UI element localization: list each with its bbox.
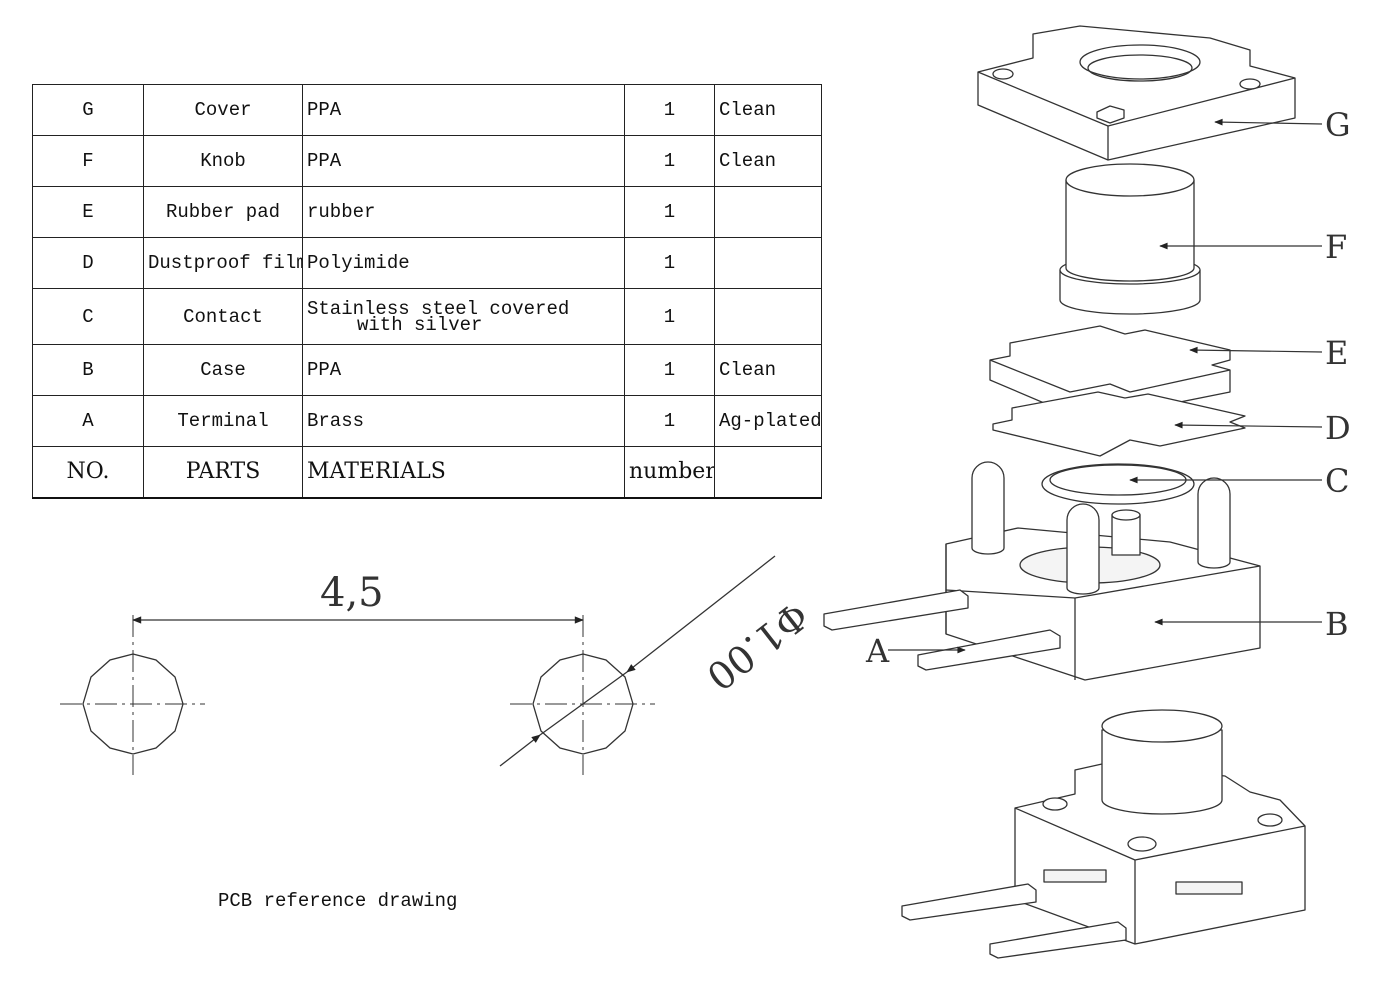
row-remark: Ag-plated <box>714 395 822 447</box>
row-number: 1 <box>624 344 715 396</box>
assembled-switch <box>901 709 1306 959</box>
terminal-part-a <box>823 589 1061 671</box>
row-material: Stainless steel covered with silver <box>302 288 625 345</box>
header-remark <box>714 446 822 499</box>
header-no: NO. <box>32 446 144 499</box>
exploded-leaders <box>888 118 1323 654</box>
leader-e <box>1189 346 1323 354</box>
table-row: D Dustproof film Polyimide 1 <box>32 237 822 289</box>
diameter-leader <box>539 671 628 736</box>
row-material-line2: with silver <box>357 313 483 336</box>
contact-part-c <box>1041 463 1195 505</box>
header-materials: MATERIALS <box>302 446 625 499</box>
diameter-leader <box>626 555 776 673</box>
pcb-hole-left <box>82 653 184 755</box>
pcb-reference-drawing <box>60 555 776 775</box>
label-d: D <box>1325 409 1351 447</box>
header-number: number <box>624 446 715 499</box>
row-remark: Clean <box>714 344 822 396</box>
spacing-dimension: 4,5 <box>320 570 384 616</box>
leader-g <box>1214 118 1323 126</box>
cover-part-g <box>977 25 1296 161</box>
table-row: A Terminal Brass 1 Ag-plated <box>32 395 822 447</box>
table-row: B Case PPA 1 Clean <box>32 344 822 396</box>
row-number: 1 <box>624 186 715 238</box>
row-material: Brass <box>302 395 625 447</box>
row-material: PPA <box>302 344 625 396</box>
exploded-view <box>823 25 1306 959</box>
label-c: C <box>1325 462 1349 500</box>
diameter-leader <box>499 734 541 767</box>
knob-part-f <box>1059 163 1201 315</box>
label-a: A <box>865 632 890 670</box>
table-row: C Contact Stainless steel covered with s… <box>32 288 822 345</box>
row-part: Terminal <box>143 395 303 447</box>
row-part: Contact <box>143 288 303 345</box>
row-remark <box>714 288 822 345</box>
dustproof-film-part-d <box>992 391 1246 457</box>
row-no: E <box>32 186 144 238</box>
bom-table: G Cover PPA 1 Clean F Knob PPA 1 Clean E… <box>32 84 822 499</box>
row-part: Dustproof film <box>143 237 303 289</box>
row-remark <box>714 237 822 289</box>
label-g: G <box>1325 106 1351 144</box>
row-no: C <box>32 288 144 345</box>
header-parts: PARTS <box>143 446 303 499</box>
pcb-hole-right <box>532 653 634 755</box>
row-no: G <box>32 84 144 136</box>
row-no: F <box>32 135 144 187</box>
label-b: B <box>1325 605 1349 643</box>
row-no: D <box>32 237 144 289</box>
row-material: rubber <box>302 186 625 238</box>
leader-d <box>1174 421 1323 429</box>
row-part: Knob <box>143 135 303 187</box>
row-material-line1: Stainless steel covered <box>307 297 570 320</box>
pcb-caption: PCB reference drawing <box>218 890 458 912</box>
row-remark: Clean <box>714 84 822 136</box>
table-header-row: NO. PARTS MATERIALS number <box>32 446 822 499</box>
label-f: F <box>1325 228 1347 266</box>
table-row: G Cover PPA 1 Clean <box>32 84 822 136</box>
diameter-dimension: Φ1.00 <box>698 593 816 699</box>
label-e: E <box>1325 334 1348 372</box>
row-number: 1 <box>624 288 715 345</box>
